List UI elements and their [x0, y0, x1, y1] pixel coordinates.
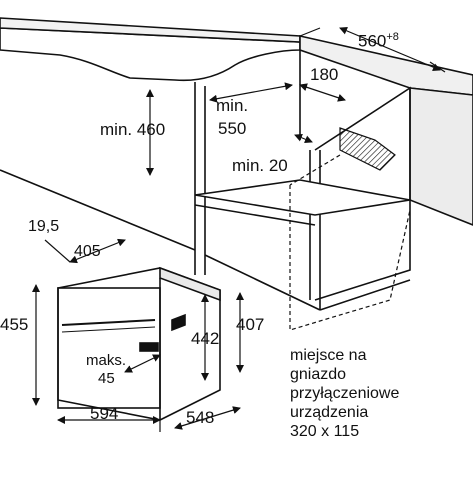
dimension-lines-oven [32, 238, 244, 432]
countertop [0, 17, 301, 82]
cabinet-niche [0, 50, 411, 311]
min-height-label: min. 460 [100, 120, 166, 139]
total-height-label: 455 [0, 315, 29, 334]
front-offset-label: 19,5 [28, 218, 60, 235]
side-height-label: 407 [236, 315, 265, 334]
note-line-3: przyłączeniowe [290, 385, 400, 402]
inner-width-label: 405 [74, 243, 101, 260]
dimension-lines-top [146, 27, 446, 176]
min-width-value: 550 [218, 119, 247, 138]
total-width-label: 594 [90, 404, 119, 423]
max-value: 45 [98, 370, 115, 387]
min-gap-label: min. 20 [232, 156, 288, 175]
total-depth-label: 548 [186, 408, 215, 427]
socket-area [339, 127, 396, 171]
oven [57, 266, 221, 421]
note-line-5: 320 x 115 [290, 423, 360, 440]
cabinet-depth-label: 560+8 [358, 31, 399, 51]
note-line-1: miejsce na [290, 347, 367, 364]
note-line-4: urządzenia [290, 404, 369, 421]
inner-height-label: 442 [191, 329, 220, 348]
socket-note: miejsce na gniazdo przyłączeniowe urządz… [290, 346, 399, 441]
socket-zone-dashed [289, 154, 411, 331]
note-line-2: gniazdo [290, 366, 347, 383]
min-width-prefix: min. [216, 96, 249, 115]
rear-gap-label: 180 [310, 65, 339, 84]
max-label: maks. [86, 352, 127, 369]
